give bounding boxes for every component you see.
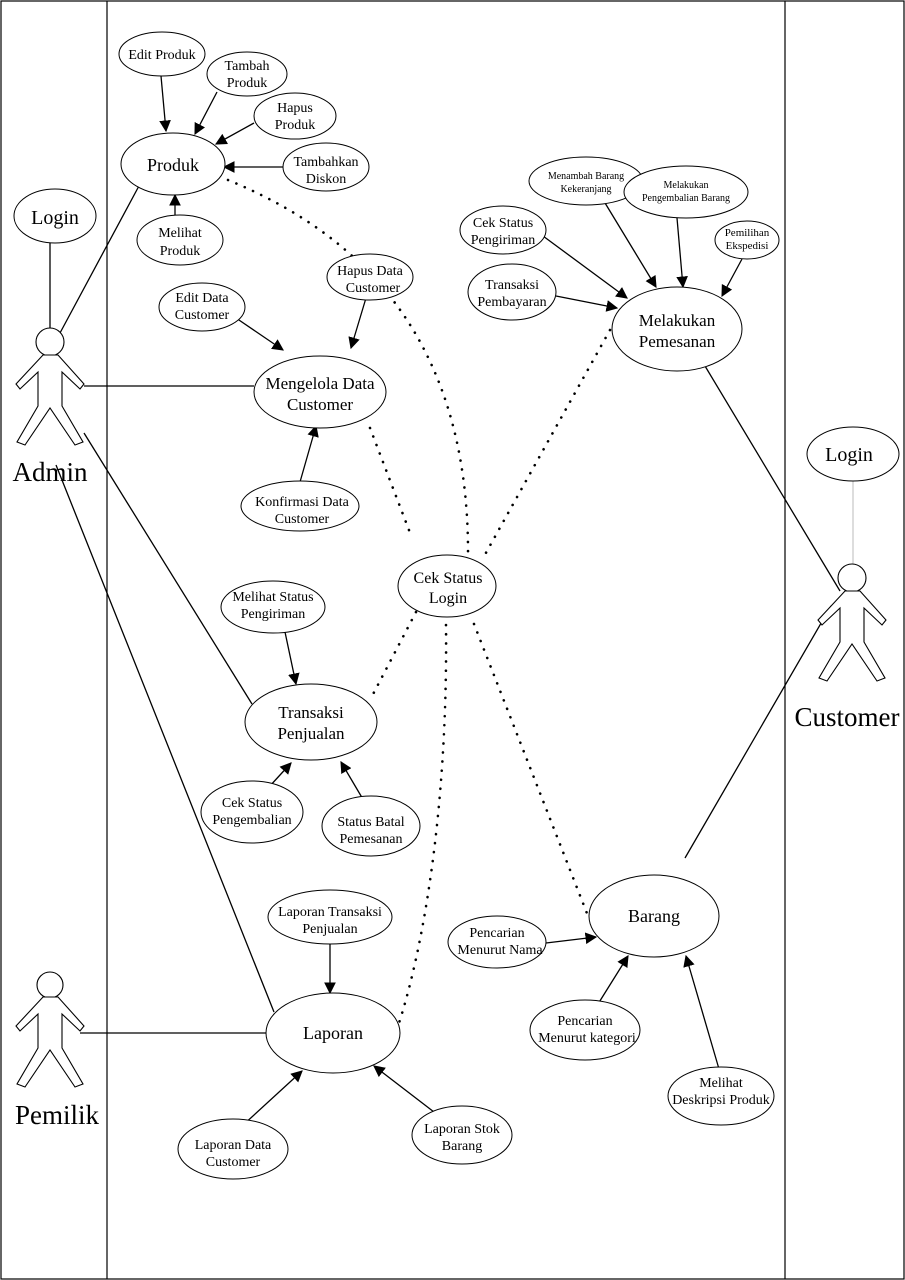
laporan-transaksi-penjualan-line1: Laporan Transaksi xyxy=(278,905,382,920)
pencarian-menurut-nama-line1: Pencarian xyxy=(469,926,524,941)
status-batal-pemesanan-line2: Pemesanan xyxy=(340,832,403,847)
edit-produk-label: Edit Produk xyxy=(128,48,195,63)
login-customer-label: Login xyxy=(825,444,873,466)
actor-admin-label: Admin xyxy=(12,457,88,487)
laporan-data-customer-line1: Laporan Data xyxy=(195,1138,272,1153)
laporan-stok-barang-line2: Barang xyxy=(442,1139,482,1154)
actor-admin-figure xyxy=(15,327,85,446)
association-lines xyxy=(49,183,854,1034)
use-case-shapes xyxy=(13,31,900,1180)
cek-status-pengiriman-line2: Pengiriman xyxy=(471,233,536,248)
transaksi-pembayaran-line1: Transaksi xyxy=(485,278,539,293)
pencarian-menurut-kategori-line2: Menurut kategori xyxy=(538,1031,636,1046)
hapus-produk-line1: Hapus xyxy=(277,101,313,116)
konfirmasi-data-customer-line1: Konfirmasi Data xyxy=(255,495,349,510)
tambahkan-diskon-line2: Diskon xyxy=(306,172,346,187)
tambah-produk-line1: Tambah xyxy=(225,59,270,74)
menambah-barang-keranjang-line2: Kekeranjang xyxy=(560,184,611,195)
melihat-produk-line2: Produk xyxy=(160,244,200,259)
transaksi-penjualan-line2: Penjualan xyxy=(277,724,345,743)
menambah-barang-keranjang-line1: Menambah Barang xyxy=(548,171,624,182)
tambah-produk-line2: Produk xyxy=(227,76,267,91)
hapus-data-customer-line2: Customer xyxy=(346,281,401,296)
cek-status-pengembalian-line2: Pengembalian xyxy=(212,813,291,828)
laporan-label: Laporan xyxy=(303,1023,363,1043)
hapus-produk-line2: Produk xyxy=(275,118,315,133)
actor-pemilik-label: Pemilik xyxy=(15,1100,100,1130)
login-admin-label: Login xyxy=(31,207,79,229)
transaksi-penjualan-line1: Transaksi xyxy=(278,703,344,722)
mengelola-data-customer-line1: Mengelola Data xyxy=(265,374,374,393)
cek-status-pengembalian-line1: Cek Status xyxy=(222,796,282,811)
produk-label: Produk xyxy=(147,155,199,175)
melakukan-pemesanan-line2: Pemesanan xyxy=(639,332,716,351)
mengelola-data-customer-line2: Customer xyxy=(287,395,353,414)
cek-status-login-line1: Cek Status xyxy=(414,570,483,587)
melakukan-pengembalian-barang-line2: Pengembalian Barang xyxy=(642,193,730,204)
pemilihan-ekspedisi-line2: Ekspedisi xyxy=(726,240,769,252)
melihat-produk-line1: Melihat xyxy=(158,226,202,241)
barang-label: Barang xyxy=(628,906,680,926)
status-batal-pemesanan-line1: Status Batal xyxy=(337,815,404,830)
pencarian-menurut-kategori-line1: Pencarian xyxy=(557,1014,612,1029)
melihat-status-pengiriman-line2: Pengiriman xyxy=(241,607,306,622)
actor-customer-label: Customer xyxy=(795,702,900,732)
relationship-arrows xyxy=(159,75,743,1127)
laporan-transaksi-penjualan-line2: Penjualan xyxy=(302,922,357,937)
melakukan-pengembalian-barang-line1: Melakukan xyxy=(664,180,709,191)
pencarian-menurut-nama-line2: Menurut Nama xyxy=(457,943,543,958)
dependency-lines xyxy=(226,178,612,1028)
actor-pemilik-figure xyxy=(15,971,85,1088)
tambahkan-diskon-line1: Tambahkan xyxy=(293,155,358,170)
laporan-data-customer-line2: Customer xyxy=(206,1155,261,1170)
melihat-deskripsi-produk-line2: Deskripsi Produk xyxy=(672,1093,770,1108)
hapus-data-customer-line1: Hapus Data xyxy=(337,264,403,279)
melihat-status-pengiriman-line1: Melihat Status xyxy=(232,590,313,605)
melakukan-pemesanan-line1: Melakukan xyxy=(639,311,716,330)
transaksi-pembayaran-line2: Pembayaran xyxy=(477,295,546,310)
pemilihan-ekspedisi-line1: Pemilihan xyxy=(725,227,770,239)
actor-customer-figure xyxy=(817,563,887,682)
konfirmasi-data-customer-line2: Customer xyxy=(275,512,330,527)
melihat-deskripsi-produk-line1: Melihat xyxy=(699,1076,743,1091)
cek-status-pengiriman-line1: Cek Status xyxy=(473,216,533,231)
cek-status-login-line2: Login xyxy=(429,590,467,607)
use-case-labels: Login Login Produk Edit Produk Tambah Pr… xyxy=(31,48,873,1170)
edit-data-customer-line1: Edit Data xyxy=(175,291,229,306)
laporan-stok-barang-line1: Laporan Stok xyxy=(424,1122,500,1137)
edit-data-customer-line2: Customer xyxy=(175,308,230,323)
